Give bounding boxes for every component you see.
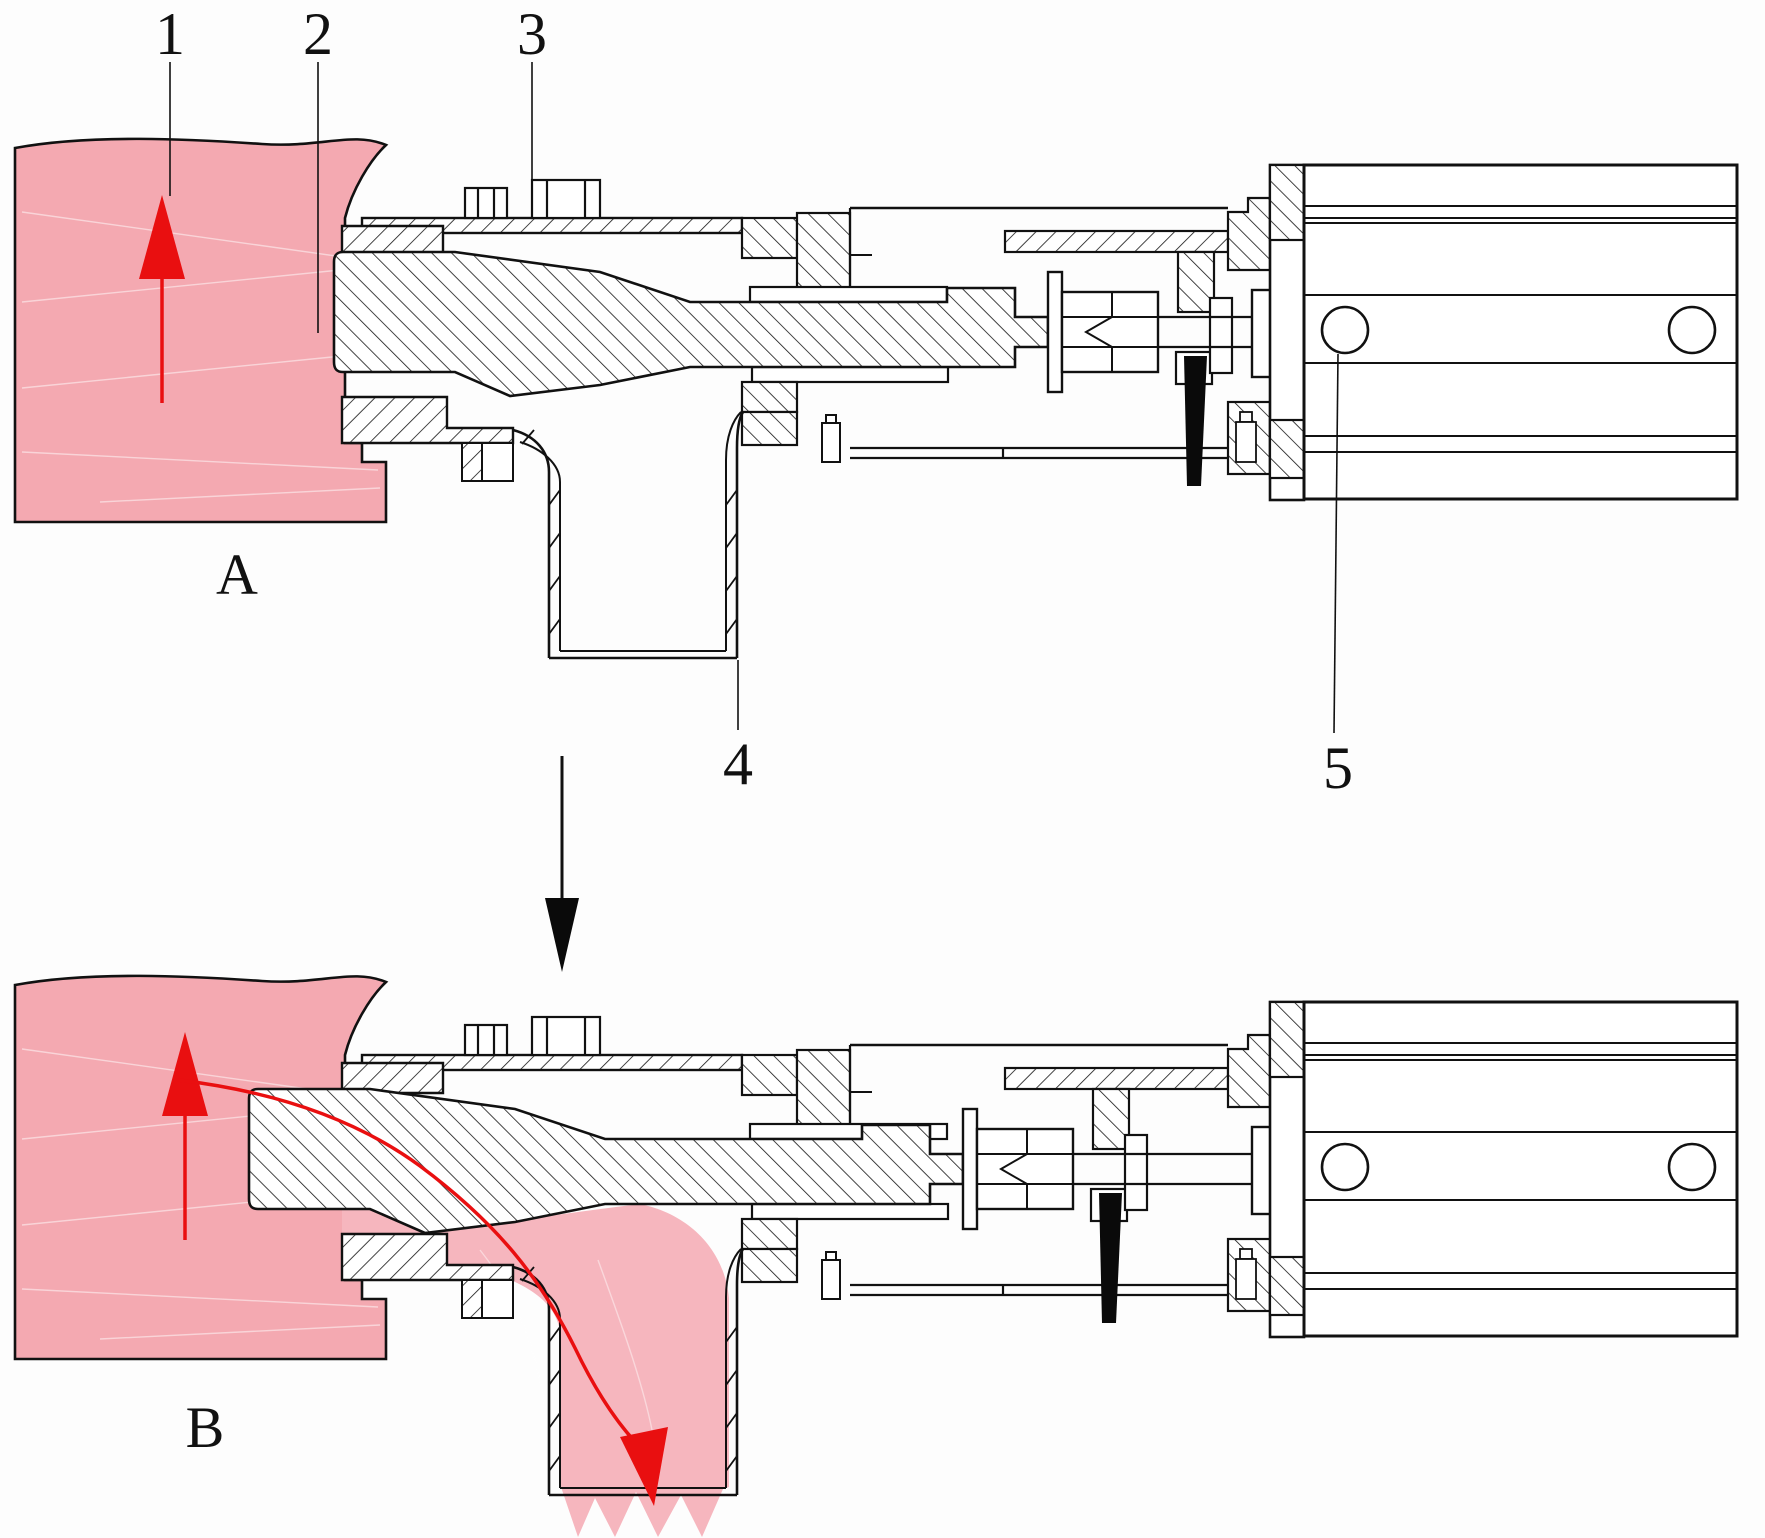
callout-5: 5 [1323, 735, 1353, 801]
flow-band [342, 1100, 729, 1537]
callout-1: 1 [155, 1, 185, 67]
callout-4: 4 [723, 731, 753, 797]
callout-3: 3 [517, 1, 547, 67]
figure-a: 1 2 3 4 5 A [13, 1, 1739, 801]
housing-a [340, 163, 1739, 660]
tank-a [13, 137, 388, 524]
panel-letter-a: A [216, 542, 258, 607]
callout-2: 2 [303, 1, 333, 67]
transition-arrow-head [545, 898, 579, 972]
piston-rod-a [1158, 315, 1252, 349]
discharge-arrow [177, 1078, 668, 1506]
piston-rod-b [1073, 1152, 1252, 1186]
discharge-arrow-head [620, 1427, 668, 1506]
callout-leaders [169, 62, 1339, 734]
discharge-arrow-curve [177, 1078, 647, 1454]
panel-letter-b: B [186, 1395, 225, 1460]
figure-b: B [13, 974, 1739, 1537]
transition-arrow [545, 756, 579, 972]
